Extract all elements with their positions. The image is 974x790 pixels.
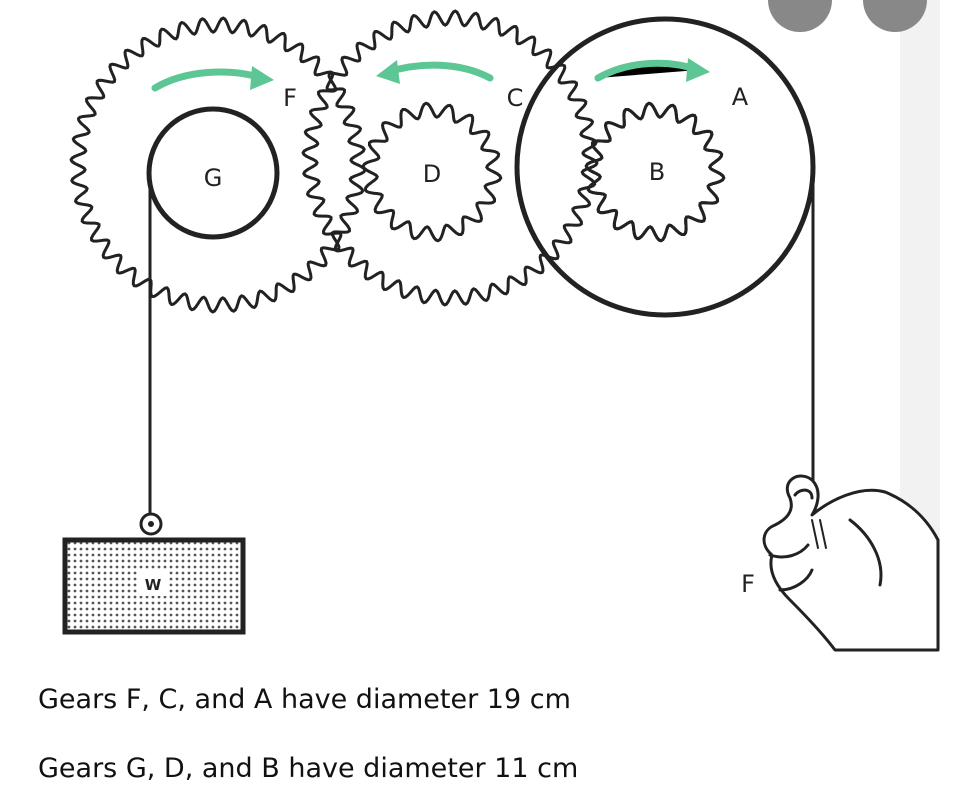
gear-label-d: D bbox=[423, 160, 441, 188]
pulley-g bbox=[146, 106, 280, 240]
gear-label-a: A bbox=[732, 83, 749, 111]
gear-label-f: F bbox=[283, 84, 297, 112]
gear-c bbox=[301, 9, 599, 307]
gear-label-b: B bbox=[649, 158, 665, 186]
corner-dot-left bbox=[768, 0, 832, 32]
rope-hook-center bbox=[148, 521, 154, 527]
hand-icon bbox=[762, 474, 940, 652]
arrow-c-left-icon bbox=[376, 60, 494, 84]
arrow-a-right-icon bbox=[594, 58, 710, 82]
gear-label-g: G bbox=[204, 164, 223, 192]
caption-large-gears: Gears F, C, and A have diameter 19 cm bbox=[38, 684, 571, 715]
weight-label: W bbox=[145, 576, 162, 594]
corner-dot-right bbox=[863, 0, 927, 32]
force-label: F bbox=[741, 570, 755, 598]
drum-a bbox=[514, 16, 816, 318]
gear-train-diagram: W F F C A G D B bbox=[62, 0, 940, 652]
gear-d bbox=[361, 101, 503, 243]
gear-label-c: C bbox=[507, 84, 524, 112]
arrow-f-right-icon bbox=[151, 66, 274, 92]
caption-small-gears: Gears G, D, and B have diameter 11 cm bbox=[38, 753, 579, 784]
gear-f bbox=[69, 16, 367, 314]
weight-box bbox=[62, 537, 246, 635]
weight-label-bg bbox=[138, 570, 168, 596]
